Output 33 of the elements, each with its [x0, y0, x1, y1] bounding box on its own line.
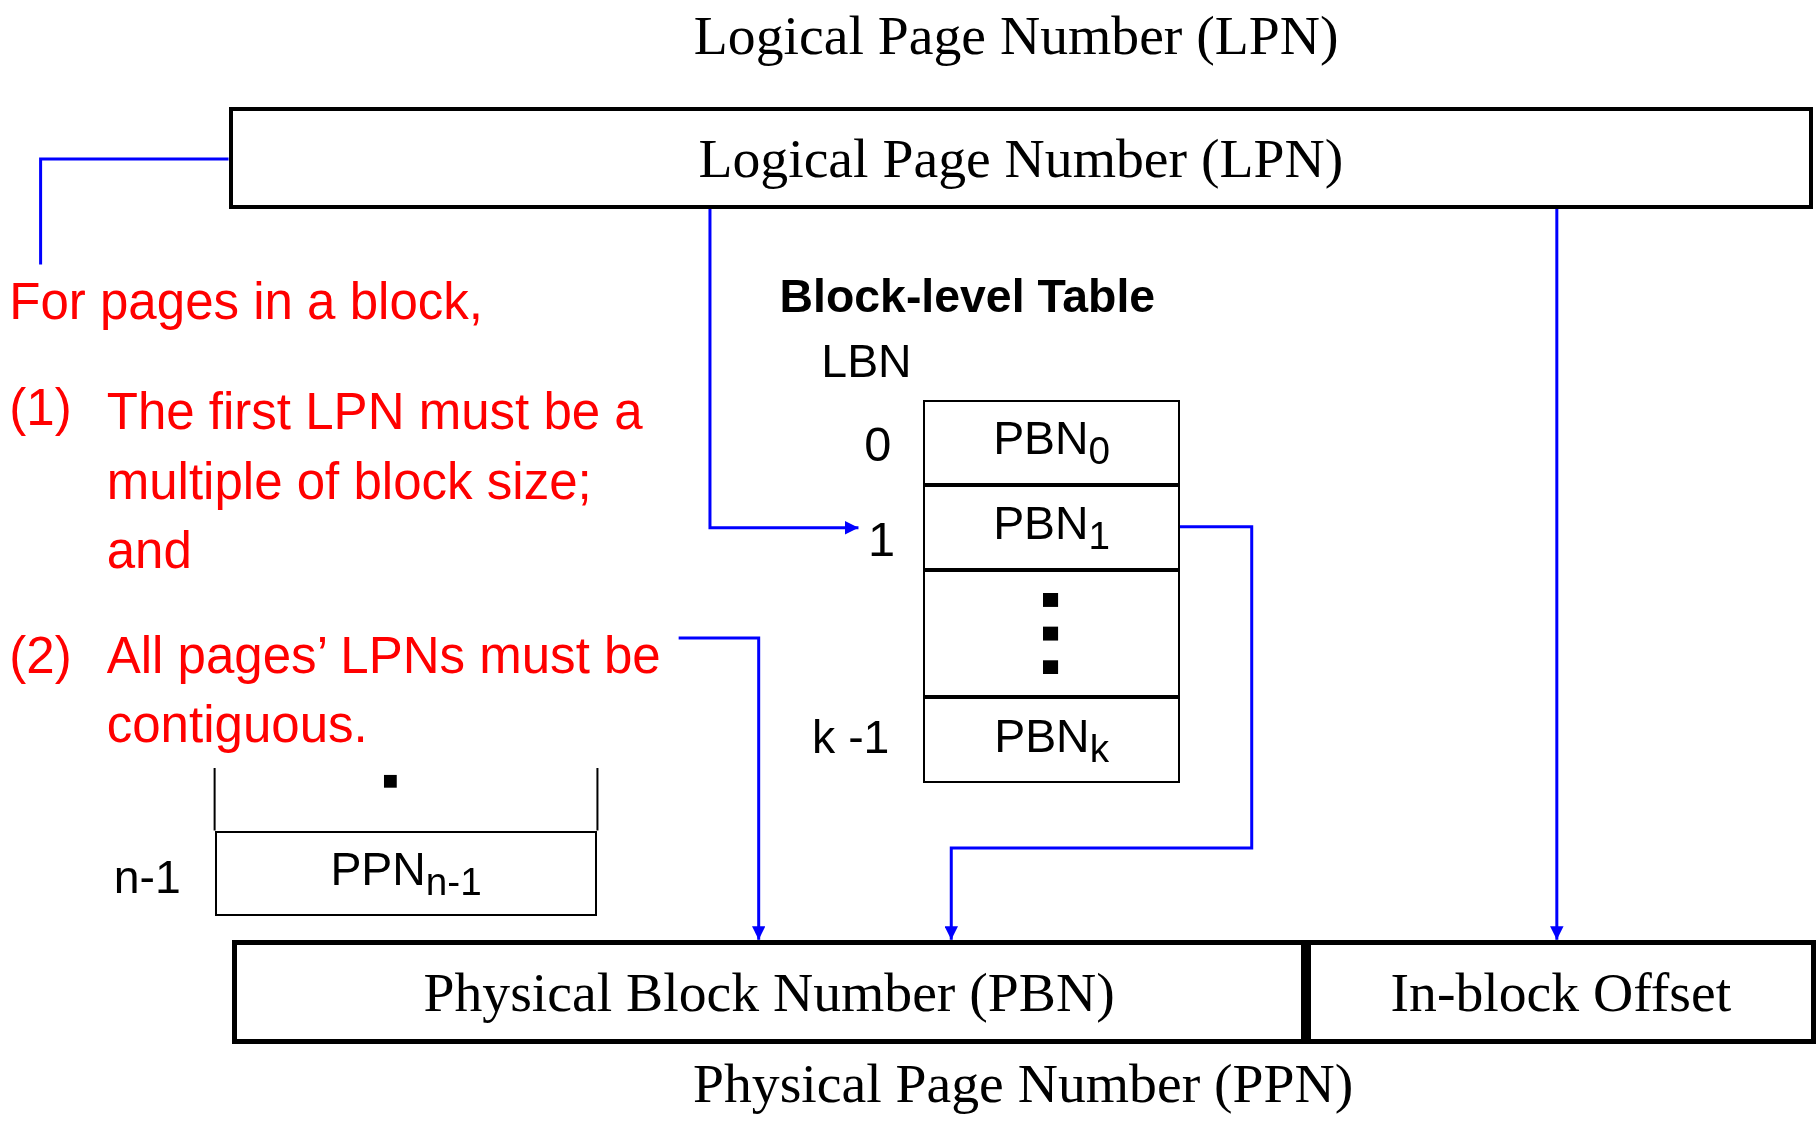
- row-index: 1: [858, 510, 905, 569]
- row-index: n-1: [113, 850, 182, 906]
- arrow: [708, 208, 859, 535]
- row-index: 0: [864, 416, 893, 474]
- note-text: The first LPN must be a multiple of block size; and: [106, 382, 644, 582]
- arrow: [944, 525, 1254, 940]
- column-header: LBN: [821, 334, 913, 390]
- field-label: PBN$_{k}$: [994, 709, 1109, 772]
- field-label: Logical Page Number (LPN): [698, 125, 1344, 190]
- field-label: Physical Block Number (PBN): [423, 959, 1115, 1024]
- field-label: PBN$_{1}$: [993, 496, 1111, 559]
- table-row: [923, 569, 1180, 698]
- caption: Physical Page Number (PPN): [692, 1050, 1355, 1116]
- field-box: [228, 106, 1814, 209]
- field-box: [232, 939, 1307, 1045]
- arrow: [1550, 208, 1564, 940]
- note-text: All pages’ LPNs must be contiguous.: [106, 625, 662, 756]
- note-text: For pages in a block,: [9, 264, 567, 339]
- table-row: [923, 400, 1180, 485]
- field-label: PPN$_{n-1}$: [330, 842, 482, 905]
- table-title: Block-level Table: [779, 269, 1157, 325]
- leader-line: [39, 157, 229, 265]
- field-label: PBN$_{0}$: [993, 411, 1111, 474]
- heading: Logical Page Number (LPN): [692, 3, 1340, 69]
- table-row: [923, 484, 1180, 570]
- list-number: (2): [9, 625, 73, 686]
- table-row: [214, 830, 598, 917]
- field-label: In-block Offset: [1390, 959, 1732, 1024]
- field-box: [1306, 939, 1816, 1045]
- arrow: [678, 636, 766, 940]
- list-number: (1): [9, 378, 73, 438]
- row-index: k -1: [812, 709, 891, 765]
- table-row: [923, 697, 1180, 784]
